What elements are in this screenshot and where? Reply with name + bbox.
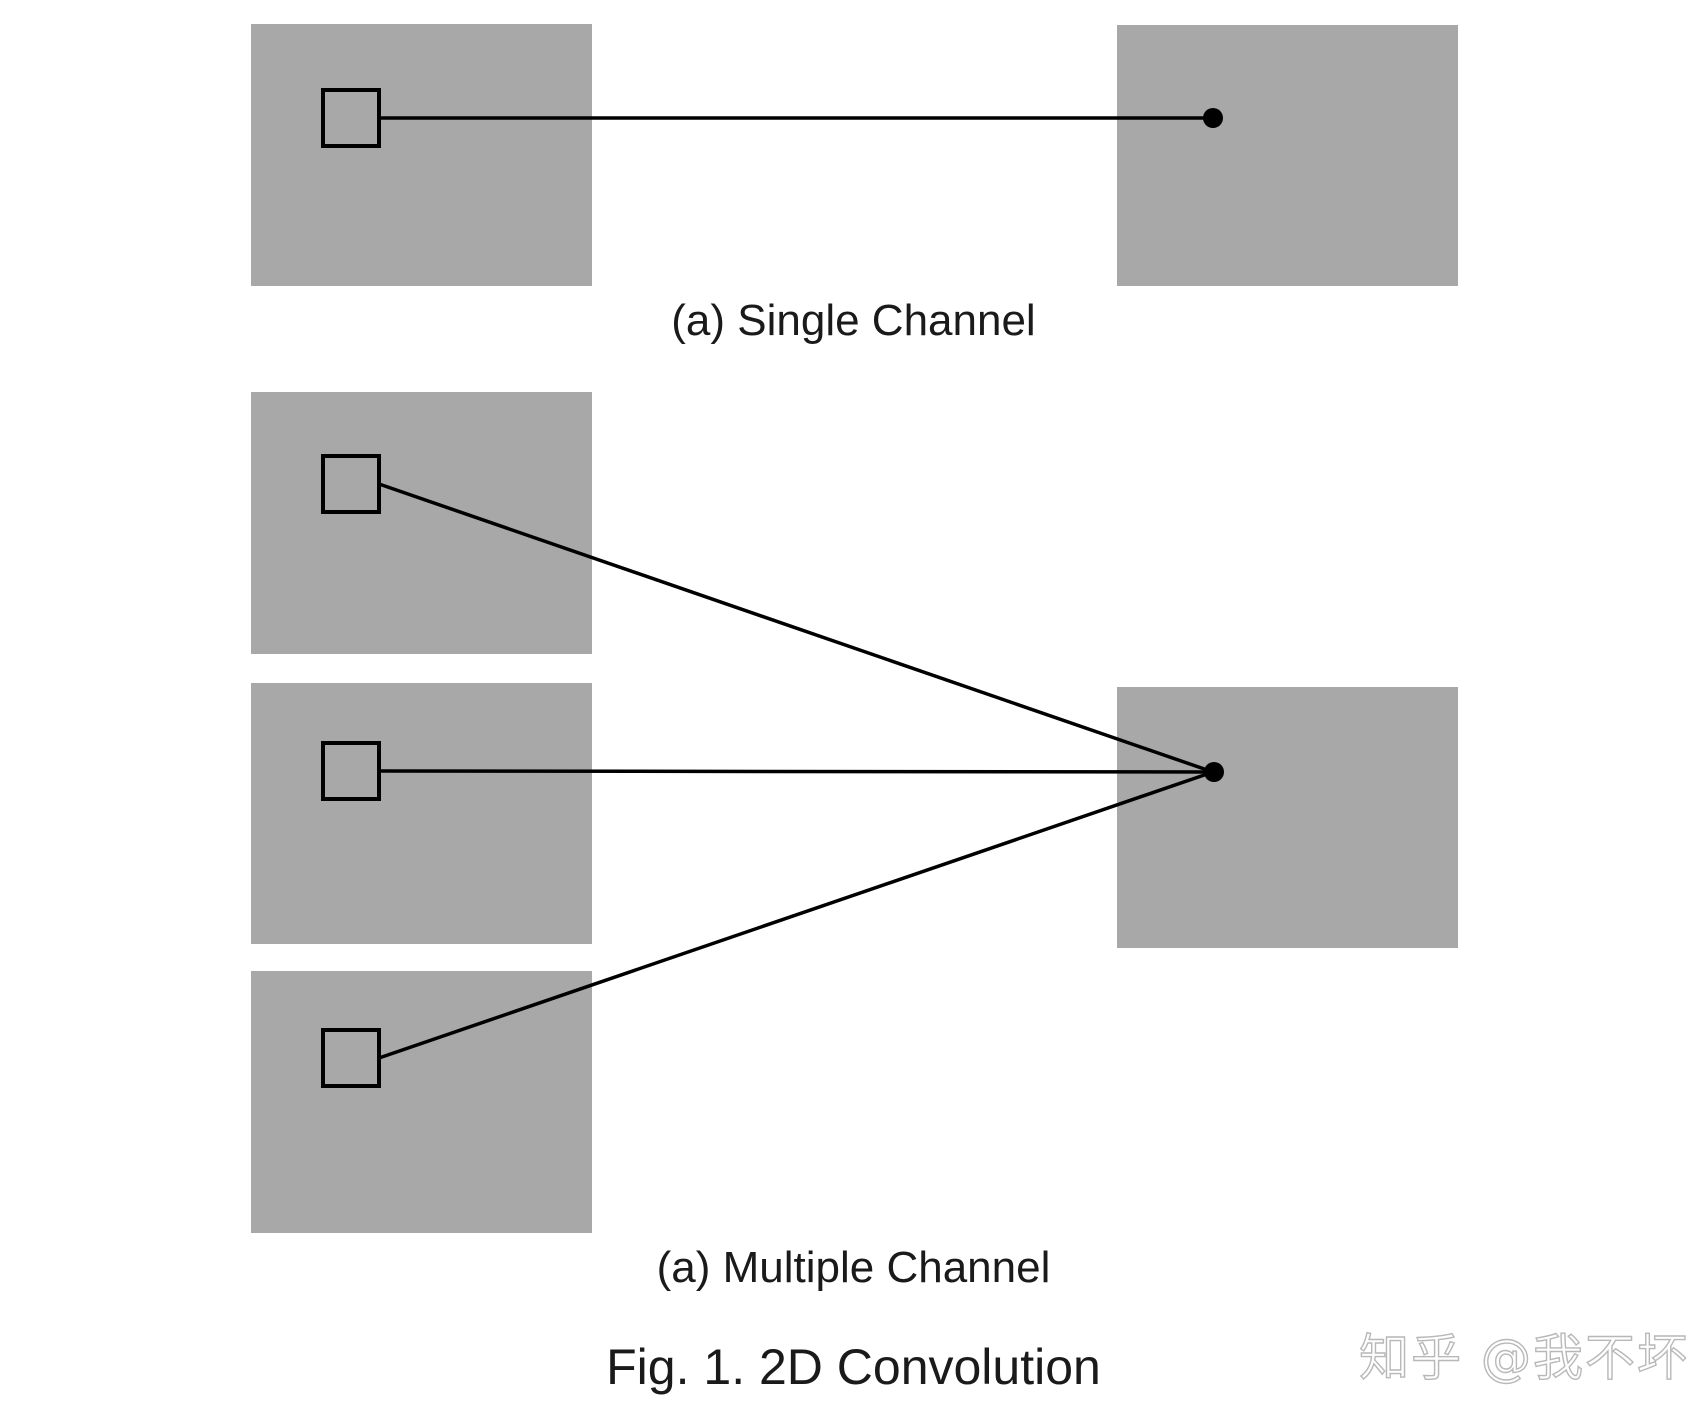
connection-line-channel-1 <box>378 482 1214 774</box>
input-feature-map-channel-1 <box>251 392 592 654</box>
caption-multiple-channel: (a) Multiple Channel <box>656 1243 1051 1292</box>
watermark: 知乎 @我不坏 <box>1358 1328 1689 1387</box>
input-feature-map-channel-2 <box>251 683 592 944</box>
input-feature-map <box>251 24 592 286</box>
connection-line-channel-3 <box>378 770 1214 1060</box>
figure-caption: Fig. 1. 2D Convolution <box>606 1339 1101 1395</box>
output-pixel <box>1204 762 1224 782</box>
output-pixel <box>1203 108 1223 128</box>
caption-single-channel: (a) Single Channel <box>671 296 1036 345</box>
output-feature-map <box>1117 25 1458 286</box>
input-feature-map-channel-3 <box>251 971 592 1233</box>
connection-line-channel-2 <box>378 769 1214 774</box>
output-feature-map <box>1117 687 1458 948</box>
